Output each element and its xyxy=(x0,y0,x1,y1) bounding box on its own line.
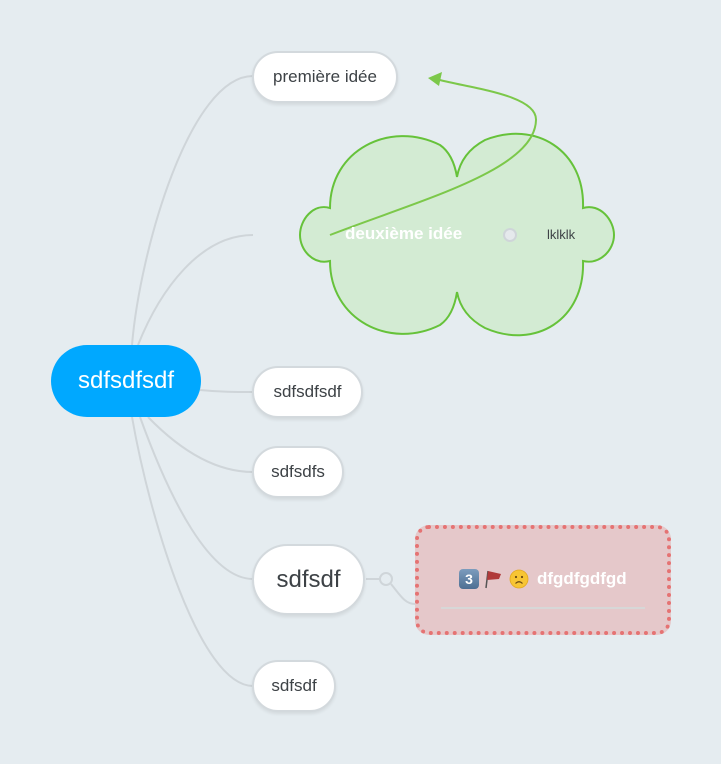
topic-sdfsdf-large[interactable]: sdfsdf xyxy=(252,544,365,615)
flag-icon xyxy=(485,570,501,589)
collapse-knob[interactable] xyxy=(503,228,517,242)
topic-label: lklklk xyxy=(547,227,576,242)
topic-label: première idée xyxy=(273,67,377,86)
topic-label: sdfsdfsdf xyxy=(273,382,342,401)
topic-sdfsdf[interactable]: sdfsdf xyxy=(252,660,336,712)
collapse-knob[interactable] xyxy=(379,572,393,586)
topic-label: sdfsdf xyxy=(271,676,317,695)
relationship-arrow[interactable] xyxy=(329,79,538,236)
connector-line xyxy=(139,416,254,580)
cloud-shape xyxy=(298,132,616,337)
connector-line xyxy=(147,416,254,473)
subtopic-content: 3 dfgdfgdfgd xyxy=(459,569,627,589)
topic-label: deuxième idée xyxy=(345,224,463,243)
topic-sdfsdfs[interactable]: sdfsdfs xyxy=(252,446,344,498)
divider xyxy=(441,607,645,609)
connector-line xyxy=(131,75,254,346)
topic-deuxieme-idee[interactable]: deuxième idée xyxy=(345,224,462,244)
topic-sdfsdfsdf[interactable]: sdfsdfsdf xyxy=(252,366,363,418)
connector-line xyxy=(390,583,416,605)
topic-label: sdfsdf xyxy=(276,565,341,593)
subtopic-lklklk[interactable]: lklklk xyxy=(547,227,575,242)
root-topic[interactable]: sdfsdfsdf xyxy=(51,345,201,417)
topic-premiere-idee[interactable]: première idée xyxy=(252,51,398,103)
subtopic-dfgdfgdfgd[interactable]: 3 dfgdfgdfgd xyxy=(415,525,671,635)
connector-line xyxy=(199,389,254,393)
root-topic-label: sdfsdfsdf xyxy=(77,367,175,394)
sad-face-icon xyxy=(509,569,529,589)
topic-label: sdfsdfs xyxy=(271,462,325,481)
topic-label: dfgdfgdfgd xyxy=(537,569,627,588)
arrowhead-icon xyxy=(428,72,442,86)
connector-line xyxy=(137,234,254,346)
priority-3-icon: 3 xyxy=(459,569,479,589)
connector-line xyxy=(131,416,254,687)
